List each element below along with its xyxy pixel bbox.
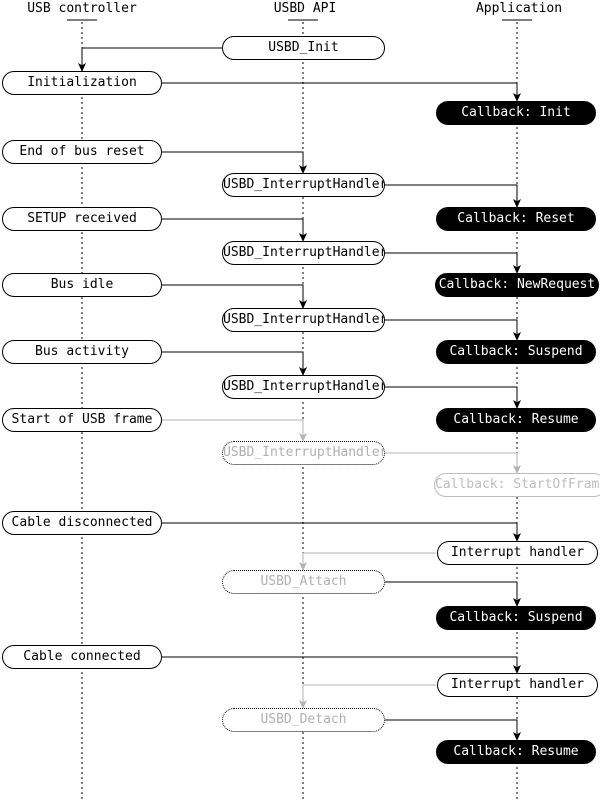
lane-header-application: Application: [475, 1, 563, 16]
node-callback-suspend-2: Callback: Suspend: [436, 606, 596, 630]
node-usbd-detach: USBD_Detach: [222, 708, 385, 732]
connector-cable-connected-to-interrupt-handler: [162, 656, 521, 674]
connector-handler-to-callback-startofframe: [385, 452, 521, 474]
connector-initialization-to-callback-init: [162, 82, 521, 102]
node-usbd-init: USBD_Init: [222, 36, 385, 60]
node-callback-resume-1: Callback: Resume: [436, 408, 596, 432]
node-callback-reset: Callback: Reset: [436, 207, 596, 231]
connector-bus-activity-to-handler: [162, 351, 307, 376]
node-usbd-interrupthandler-1: USBD_InterruptHandler: [222, 173, 385, 197]
connector-handler-to-callback-reset: [385, 184, 521, 208]
node-usbd-interrupthandler-4: USBD_InterruptHandler: [222, 375, 385, 399]
connector-usbd-attach-to-callback-suspend: [385, 581, 521, 607]
node-cable-disconnected: Cable disconnected: [2, 511, 162, 535]
node-callback-suspend-1: Callback: Suspend: [436, 340, 596, 364]
connector-start-of-usb-frame-to-handler: [162, 419, 307, 442]
connector-usbd-detach-to-callback-resume: [385, 719, 521, 741]
connector-usbd-init-to-initialization: [78, 47, 222, 72]
node-end-of-bus-reset: End of bus reset: [2, 140, 162, 164]
node-callback-resume-2: Callback: Resume: [436, 740, 596, 764]
connector-end-of-bus-reset-to-handler: [162, 151, 307, 174]
connector-bus-idle-to-handler: [162, 284, 307, 309]
node-usbd-interrupthandler-2: USBD_InterruptHandler: [222, 241, 385, 265]
connector-interrupt-handler-to-usbd-attach: [299, 552, 436, 571]
node-interrupt-handler-1: Interrupt handler: [437, 541, 598, 565]
node-usbd-interrupthandler-3: USBD_InterruptHandler: [222, 308, 385, 332]
node-callback-startofframe: Callback: StartOfFrame: [434, 473, 600, 497]
node-callback-newrequest: Callback: NewRequest: [435, 273, 599, 297]
node-bus-idle: Bus idle: [2, 273, 162, 297]
node-interrupt-handler-2: Interrupt handler: [437, 673, 598, 697]
lane-header-usbd-api: USBD API: [273, 1, 337, 16]
node-start-of-usb-frame: Start of USB frame: [2, 408, 162, 432]
node-callback-init: Callback: Init: [436, 101, 596, 125]
connector-cable-disconnected-to-interrupt-handler: [162, 522, 521, 542]
connector-handler-to-callback-resume: [385, 386, 521, 409]
node-bus-activity: Bus activity: [2, 340, 162, 364]
node-usbd-interrupthandler-5-muted: USBD_InterruptHandler: [222, 441, 385, 465]
node-cable-connected: Cable connected: [2, 645, 162, 669]
node-initialization: Initialization: [2, 71, 162, 95]
node-usbd-attach: USBD_Attach: [222, 570, 385, 594]
lane-header-usb-controller: USB controller: [27, 1, 137, 16]
connector-setup-received-to-handler: [162, 218, 307, 242]
node-setup-received: SETUP received: [2, 207, 162, 231]
connector-interrupt-handler-to-usbd-detach: [299, 684, 436, 709]
connector-handler-to-callback-suspend: [385, 319, 521, 341]
connector-handler-to-callback-newrequest: [385, 252, 521, 274]
